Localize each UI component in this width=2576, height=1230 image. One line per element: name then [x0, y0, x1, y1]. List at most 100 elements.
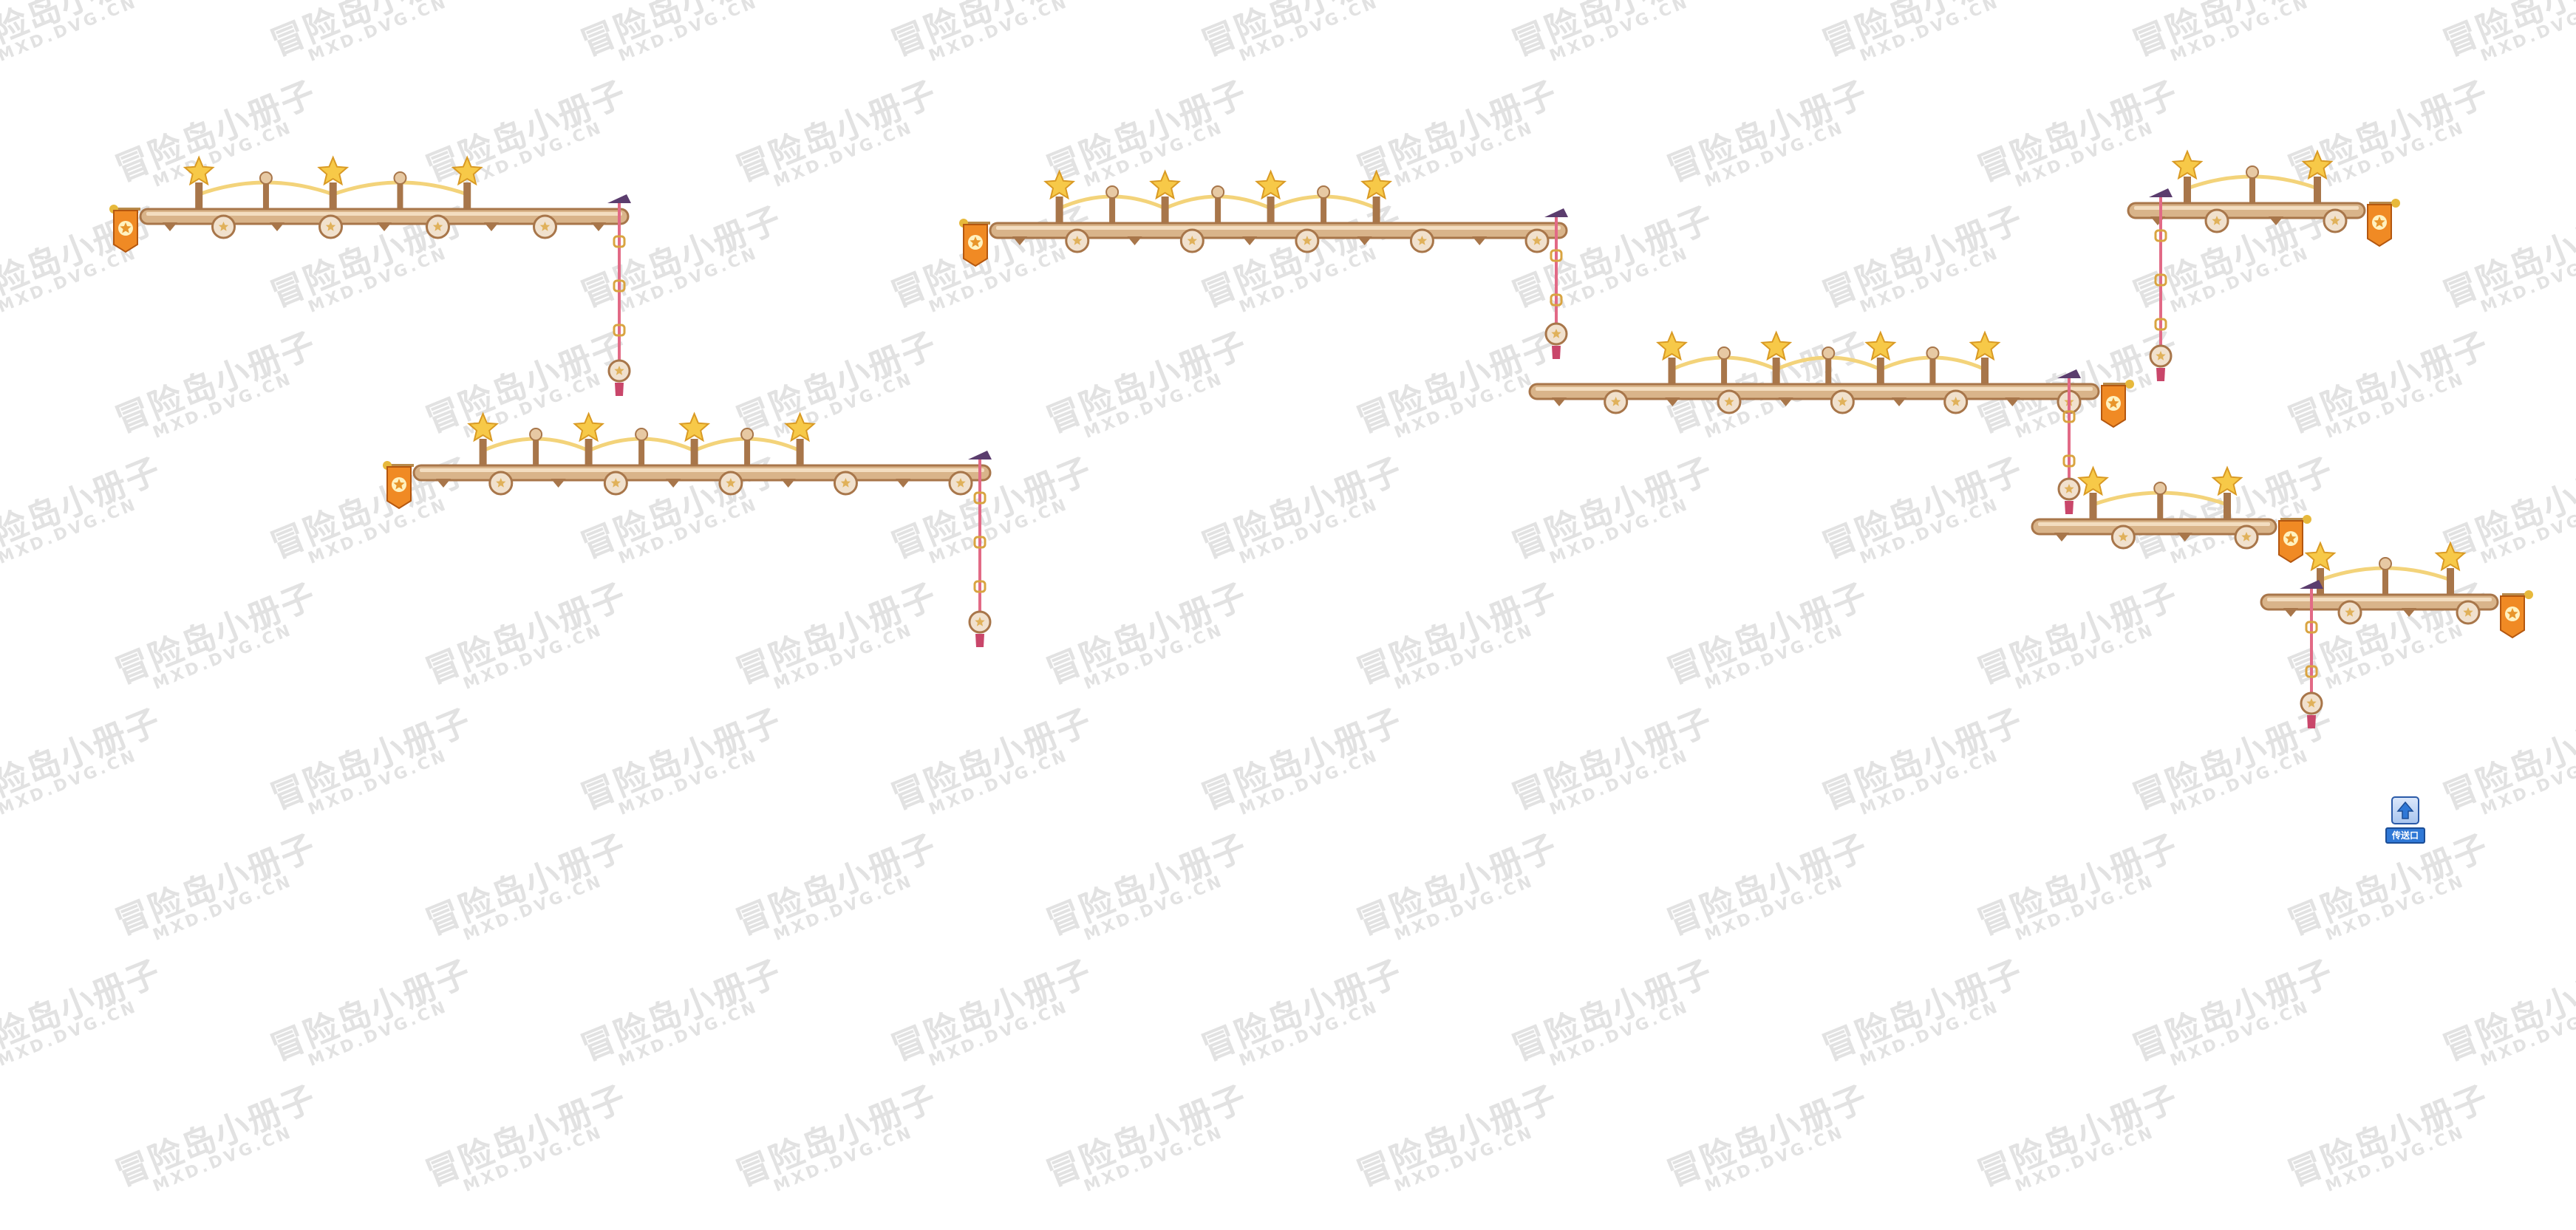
rope-knot	[2154, 318, 2167, 331]
post	[1321, 194, 1327, 225]
scallop	[1357, 236, 1372, 245]
medallion-star-icon	[2212, 216, 2222, 225]
platform-4	[1528, 330, 2134, 514]
scallop	[1892, 397, 1907, 406]
platform-1	[109, 155, 631, 396]
rope-tassel	[2307, 715, 2316, 728]
rail-highlight	[2038, 522, 2270, 526]
flag-star-icon	[120, 222, 132, 233]
scallop	[2005, 397, 2020, 406]
medallion-star-icon	[1837, 397, 1847, 406]
rail-highlight	[2267, 598, 2492, 601]
star-post	[2184, 177, 2191, 206]
star-post	[1668, 358, 1676, 387]
star-icon	[451, 155, 483, 186]
rail-highlight	[146, 212, 622, 216]
rope-medallion-star-icon	[2306, 698, 2317, 708]
medallion-star-icon	[2118, 532, 2128, 541]
scallop	[2402, 608, 2416, 617]
flag-star-icon	[393, 479, 405, 490]
star-icon	[1656, 330, 1688, 361]
star-post	[463, 182, 471, 212]
post	[2382, 565, 2388, 596]
rope-cap	[2149, 188, 2173, 197]
rope-knot	[2062, 410, 2076, 423]
star-post	[479, 439, 487, 468]
star-post	[1876, 358, 1884, 387]
flag-star-icon	[2285, 533, 2297, 544]
star-icon	[2304, 541, 2337, 572]
star-post	[2447, 568, 2454, 598]
medallion-star-icon	[1951, 397, 1961, 406]
medallion-star-icon	[432, 222, 443, 231]
rope-knot	[2154, 229, 2167, 242]
star-icon	[1255, 169, 1287, 200]
scallop	[591, 222, 606, 231]
medallion-star-icon	[2463, 607, 2473, 617]
star-icon	[1360, 169, 1393, 200]
scallop	[270, 222, 284, 231]
post	[533, 436, 539, 467]
post	[744, 436, 751, 467]
post	[1825, 355, 1832, 386]
medallion-star-icon	[2345, 607, 2355, 617]
rope-knot	[2062, 454, 2076, 468]
scallop	[1778, 397, 1793, 406]
medallion-star-icon	[1072, 236, 1083, 245]
star-icon	[678, 411, 711, 443]
rail-highlight	[996, 226, 1561, 230]
portal[interactable]: 传送口	[2385, 796, 2425, 847]
medallion-star-icon	[726, 478, 736, 488]
star-icon	[1760, 330, 1793, 361]
medallion-star-icon	[1611, 397, 1621, 406]
flag-knob	[2125, 380, 2134, 389]
portal-label: 传送口	[2385, 827, 2425, 844]
rope-cap	[2057, 369, 2081, 378]
rope-tassel	[615, 383, 624, 396]
medallion-star-icon	[325, 222, 336, 231]
post-knob	[1317, 185, 1331, 199]
rope-tassel	[1552, 346, 1561, 359]
star-icon	[1969, 330, 2001, 361]
post	[638, 436, 645, 467]
star-icon	[1864, 330, 1897, 361]
scallop	[2054, 533, 2069, 541]
rope-cap	[1544, 208, 1568, 217]
platform-7	[2260, 541, 2533, 728]
scallop	[896, 479, 911, 488]
post-knob	[1822, 346, 1836, 360]
star-icon	[2211, 465, 2243, 496]
up-arrow-icon	[2391, 796, 2419, 824]
star-icon	[2434, 541, 2467, 572]
rope-knot	[2305, 665, 2318, 678]
scallop	[2283, 608, 2298, 617]
star-post	[1772, 358, 1780, 387]
post-knob	[740, 428, 754, 441]
rope-knot	[973, 491, 987, 505]
star-icon	[2077, 465, 2109, 496]
flag-knob	[2303, 515, 2311, 524]
scallop	[436, 479, 451, 488]
post	[2157, 490, 2164, 521]
post	[397, 180, 403, 211]
post-knob	[1717, 346, 1731, 360]
scallop	[484, 222, 499, 231]
rope-tassel	[2065, 501, 2074, 514]
star-post	[1055, 197, 1063, 226]
rope-cap	[968, 451, 992, 459]
flag-knob	[2524, 590, 2533, 599]
post	[1721, 355, 1728, 386]
star-post	[1161, 197, 1169, 226]
rope-knot	[1550, 249, 1563, 262]
flag-star-icon	[2374, 216, 2385, 228]
star-icon	[2301, 149, 2334, 180]
rope-medallion-star-icon	[975, 617, 985, 626]
star-post	[1267, 197, 1275, 226]
flag-knob	[2391, 199, 2400, 208]
platform-5	[2127, 149, 2400, 381]
rope-knot	[1550, 293, 1563, 307]
medallion-star-icon	[610, 478, 621, 488]
post-knob	[393, 171, 407, 185]
medallion-star-icon	[1302, 236, 1312, 245]
